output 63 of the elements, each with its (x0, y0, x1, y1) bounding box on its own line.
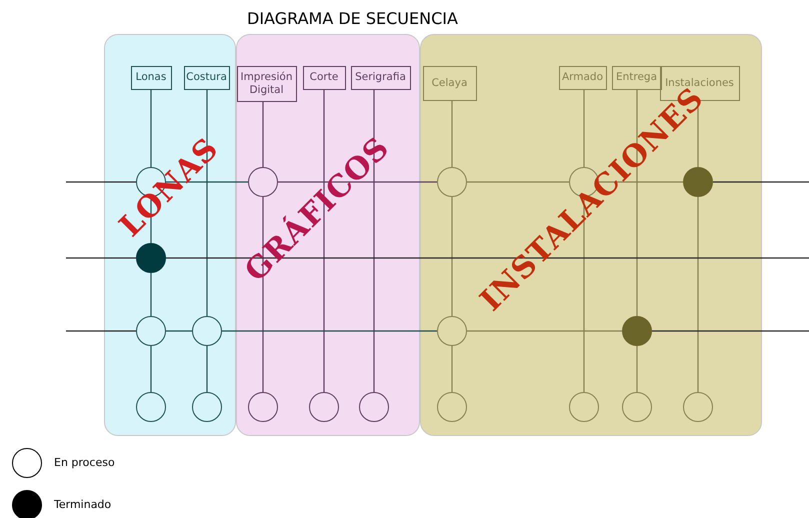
open-circle-marker (568, 392, 598, 422)
swimlane-panel (420, 34, 762, 436)
connector-line (206, 90, 208, 316)
connector-line (323, 90, 325, 392)
open-circle-marker (436, 316, 466, 346)
connector-line (150, 346, 152, 392)
connector-line (166, 257, 809, 259)
connector-line (451, 101, 453, 167)
swimlane-panel (104, 34, 236, 436)
connector-line (467, 330, 622, 332)
connector-line (222, 330, 437, 332)
open-circle-marker (248, 392, 278, 422)
legend-label: En proceso (54, 456, 115, 469)
connector-line (206, 346, 208, 392)
connector-line (278, 181, 437, 183)
connector-line (373, 90, 375, 392)
connector-line (150, 90, 152, 167)
open-circle-marker (622, 392, 652, 422)
connector-line (652, 330, 809, 332)
filled-circle-marker (136, 242, 166, 272)
open-circle-marker (682, 392, 712, 422)
connector-line (166, 181, 248, 183)
connector-line (599, 181, 683, 183)
open-circle-marker (136, 166, 166, 196)
participant-box: Lonas (130, 66, 172, 90)
connector-line (713, 181, 809, 183)
participant-box: Serigrafia (350, 66, 410, 90)
connector-line (451, 197, 453, 316)
connector-line (451, 346, 453, 392)
participant-box: Celaya (422, 66, 476, 100)
open-circle-marker (192, 392, 222, 422)
legend-label: Terminado (54, 498, 112, 511)
open-circle-marker (192, 316, 222, 346)
connector-line (636, 346, 638, 392)
diagram-title: DIAGRAMA DE SECUENCIA (247, 9, 458, 28)
connector-line (583, 197, 585, 392)
open-circle-marker (436, 166, 466, 196)
connector-line (583, 90, 585, 167)
swimlane-panel (236, 34, 420, 436)
connector-line (467, 181, 569, 183)
connector-line (262, 197, 264, 392)
connector-line (66, 181, 136, 183)
connector-line (66, 257, 136, 259)
open-circle-marker (308, 392, 338, 422)
connector-line (262, 102, 264, 167)
connector-line (636, 90, 638, 316)
participant-box: Corte (302, 66, 346, 90)
open-circle-marker (568, 166, 598, 196)
participant-box: Costura (184, 66, 230, 90)
participant-box: Entrega (612, 66, 662, 90)
participant-box: Impresión Digital (236, 66, 296, 102)
open-circle-marker (358, 392, 388, 422)
connector-line (166, 330, 192, 332)
connector-line (150, 273, 152, 316)
participant-box: Armado (558, 66, 606, 90)
connector-line (150, 197, 152, 243)
open-circle-marker (136, 392, 166, 422)
filled-circle-marker (622, 316, 652, 346)
open-circle-marker (248, 166, 278, 196)
connector-line (66, 330, 136, 332)
open-circle-marker (436, 392, 466, 422)
connector-line (697, 197, 699, 392)
open-circle-marker (136, 316, 166, 346)
